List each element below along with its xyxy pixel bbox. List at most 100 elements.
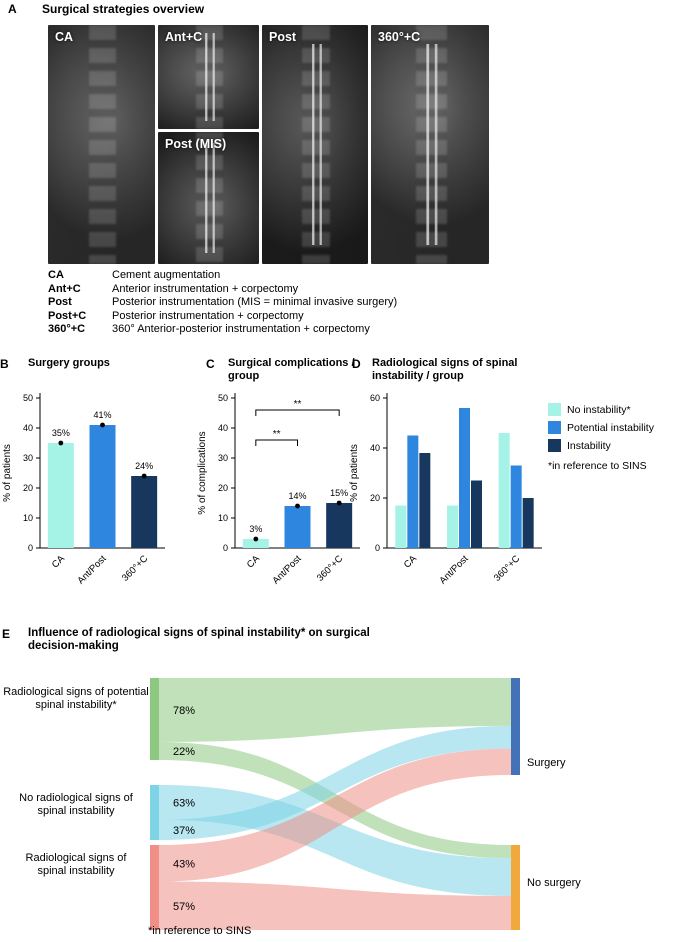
abbreviation-row: CA Cement augmentation [48,269,478,283]
abbreviation: Post [48,296,72,308]
bar-value-label: 41% [93,410,111,420]
sankey-flow-label: 57% [173,901,195,913]
bar [447,505,458,548]
panel-d-letter: D [352,357,361,371]
sankey-flow-label: 37% [173,825,195,837]
xray-post-label: Post [269,30,297,44]
panel-a-title: Surgical strategies overview [42,2,205,16]
sankey-source-no-instability-label: No radiological signs of spinal instabil… [19,792,133,817]
abbreviation-row: Ant+C Anterior instrumentation + corpect… [48,283,478,297]
abbreviation-definition: Cement augmentation [112,269,221,281]
abbreviation: Ant+C [48,282,81,295]
legend-item-no-instability: No instability* [548,403,673,416]
y-tick-label: 20 [370,493,380,503]
sankey-flow-label: 43% [173,858,195,870]
legend-item-instability: Instability [548,439,673,452]
panel-c-title: Surgical complications / group [228,357,355,382]
y-tick-label: 40 [218,423,228,433]
abbreviation-row: Post Posterior instrumentation (MIS = mi… [48,296,478,310]
y-tick-label: 10 [23,513,33,523]
bar [395,505,407,548]
y-tick-label: 40 [23,423,33,433]
x-tick-label: Ant/Post [75,553,108,586]
panel-c-letter: C [206,357,215,371]
panel-e-letter: E [2,627,11,641]
abbreviation-row: 360°+C 360° Anterior-posterior instrumen… [48,323,478,337]
y-tick-label: 20 [23,483,33,493]
sankey-flow [159,748,511,882]
sankey-target-surgery-label: Surgery [527,757,566,769]
bar [47,443,74,548]
x-tick-label: 360°+C [492,553,523,584]
sankey-source-potential-instability-label: Radiological signs of potential spinal i… [3,686,149,711]
bar-value-label: 24% [135,461,153,471]
abbreviation: CA [48,269,64,281]
sankey-source-instability-label: Radiological signs of spinal instability [25,852,127,877]
sankey-flow [159,678,511,742]
bar [407,435,419,548]
bar [242,539,269,548]
y-axis-label: % of patients [349,444,360,502]
x-tick-label: 360°+C [315,553,346,584]
y-tick-label: 0 [375,543,380,553]
xray-post-mis-label: Post (MIS) [165,137,227,151]
xray-post-image: Post [262,25,368,264]
bar-value-label: 14% [288,491,306,501]
x-tick-label: Ant/Post [270,553,303,586]
legend-label: No instability* [567,403,631,416]
sankey-target-no-surgery-label: No surgery [527,877,581,889]
sins-footnote: *in reference to SINS [148,925,252,937]
y-tick-label: 50 [23,393,33,403]
instability-legend: No instability* Potential instability In… [548,403,673,472]
y-tick-label: 60 [370,393,380,403]
panel-a-letter: A [8,2,17,16]
legend-item-potential-instability: Potential instability [548,421,673,434]
x-tick-label: Ant/Post [437,553,470,586]
bar [471,480,482,548]
x-tick-label: CA [245,553,263,571]
y-tick-label: 30 [218,453,228,463]
bar [131,476,158,548]
xray-ca-label: CA [55,30,74,44]
data-point [100,422,105,428]
xray-ca-image: CA [48,25,155,264]
abbreviation-row: Post+C Posterior instrumentation + corpe… [48,310,478,324]
sankey-flow [159,881,511,930]
y-tick-label: 30 [23,453,33,463]
xray-360-c-image: 360°+C [371,25,489,264]
data-point [141,473,147,479]
legend-swatch [548,439,561,452]
bar [419,453,431,548]
legend-label: Instability [567,439,611,452]
bar [498,433,510,548]
sins-reference-note: *in reference to SINS [548,460,647,472]
significance-label: ** [273,429,281,440]
x-tick-label: CA [50,553,68,571]
bar [89,425,116,548]
y-axis-label: % of complications [197,431,208,514]
abbreviation-definition: Anterior instrumentation + corpectomy [112,282,299,295]
panel-b-letter: B [0,357,9,371]
sankey-target-node [511,678,520,775]
y-tick-label: 0 [28,543,33,553]
sankey-source-node [150,785,159,840]
y-axis-label: % of patients [2,444,13,502]
y-tick-label: 10 [218,513,228,523]
xray-ant-c-label: Ant+C [165,30,203,44]
bar-value-label: 15% [330,488,348,498]
panel-e-title: Influence of radiological signs of spina… [28,627,370,652]
y-tick-label: 40 [370,443,380,453]
panel-b-title: Surgery groups [28,357,110,369]
sankey-flow-label: 22% [173,746,195,758]
sankey-flow-label: 78% [173,705,195,717]
bar-value-label: 3% [249,524,262,534]
data-point [253,536,259,542]
significance-bracket [255,409,340,416]
y-tick-label: 20 [218,483,228,493]
data-point [336,500,342,506]
legend-label: Potential instability [567,421,654,434]
